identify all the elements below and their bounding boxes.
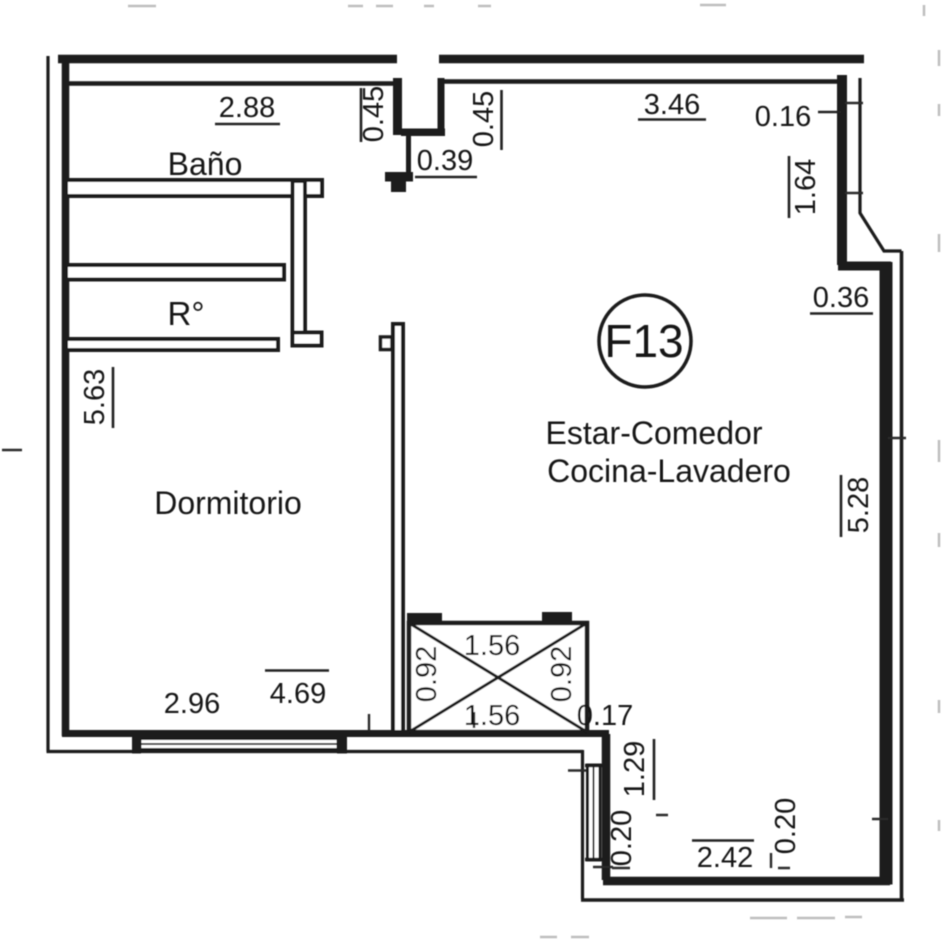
shaft-top-right-stub	[542, 612, 572, 623]
shaft-cross	[408, 621, 588, 734]
dim-bedroom-width: 2.96	[164, 688, 220, 720]
bedroom-partition-wall	[391, 322, 405, 734]
entry-door-stop-tab	[391, 181, 406, 192]
dim-shaft-height-left: 0.92	[411, 646, 443, 702]
dim-niche-width: 0.39	[417, 145, 473, 177]
dim-extension-wall-right: 0.20	[770, 798, 802, 854]
dim-extension-height: 1.29	[619, 741, 651, 797]
closet-bottom-wall	[64, 337, 280, 352]
bedroom-window-cap-left	[132, 734, 141, 754]
niche-bottom-wall	[401, 128, 445, 136]
hall-pier-wall	[290, 179, 307, 347]
closet-top-wall	[64, 263, 286, 282]
ventilation-shaft	[406, 612, 590, 735]
unit-badge-circle	[597, 293, 693, 389]
extension-window-caps	[585, 763, 602, 862]
dimension-ticks	[2, 101, 906, 870]
dim-bedroom-length: 4.69	[270, 678, 326, 710]
dim-shaft-width-top: 1.56	[464, 630, 520, 662]
room-label-bathroom: Baño	[168, 146, 243, 182]
niche-left-jamb	[393, 78, 402, 135]
dimension-labels: 2.88 0.45 0.39 0.45 3.46 0.16 1.64 0.36 …	[79, 86, 875, 874]
bedroom-window-cap-right	[337, 734, 347, 754]
scan-artifacts	[128, 3, 941, 939]
interior-partitions	[64, 178, 405, 734]
dim-niche-left-depth: 0.45	[358, 86, 390, 142]
room-label-living-line2: Cocina-Lavadero	[547, 453, 791, 489]
dim-niche-right-depth: 0.45	[468, 91, 500, 147]
unit-badge: F13	[597, 293, 693, 389]
room-label-closet: R°	[167, 295, 204, 332]
dimension-lines	[2, 88, 906, 870]
dim-shaft-gap: 0.17	[577, 700, 633, 732]
dim-right-step-width: 0.36	[813, 282, 869, 314]
dim-left-wall-length: 5.63	[79, 369, 111, 425]
niche-right-jamb	[437, 78, 445, 136]
room-label-living-line1: Estar-Comedor	[546, 415, 763, 451]
exterior-face-lines	[46, 56, 904, 902]
unit-badge-label: F13	[604, 315, 683, 367]
dim-bath-width: 2.88	[219, 92, 275, 124]
hall-pier-foot	[290, 330, 324, 348]
room-label-bedroom: Dormitorio	[154, 485, 302, 521]
room-labels: Baño R° Dormitorio Estar-Comedor Cocina-…	[154, 146, 791, 521]
dim-right-lower-length: 5.28	[843, 477, 875, 533]
dim-extension-width: 2.42	[697, 842, 753, 874]
shaft-top-left-stub	[407, 613, 442, 623]
entry-door-stop	[385, 172, 413, 182]
bathroom-south-wall	[64, 178, 324, 198]
windows	[132, 734, 602, 862]
dim-living-top-width: 3.46	[644, 89, 700, 121]
upper-right-exterior-line	[858, 78, 902, 253]
entry-niche	[385, 78, 445, 192]
dim-shaft-height-right: 0.92	[546, 646, 578, 702]
dim-extension-wall-left: 0.20	[606, 810, 638, 866]
dim-right-upper-length: 1.64	[790, 159, 822, 215]
dim-right-wall-thickness: 0.16	[755, 101, 811, 133]
dim-shaft-width-bottom: 1.56	[464, 700, 520, 732]
bedroom-door-jamb	[378, 335, 394, 352]
